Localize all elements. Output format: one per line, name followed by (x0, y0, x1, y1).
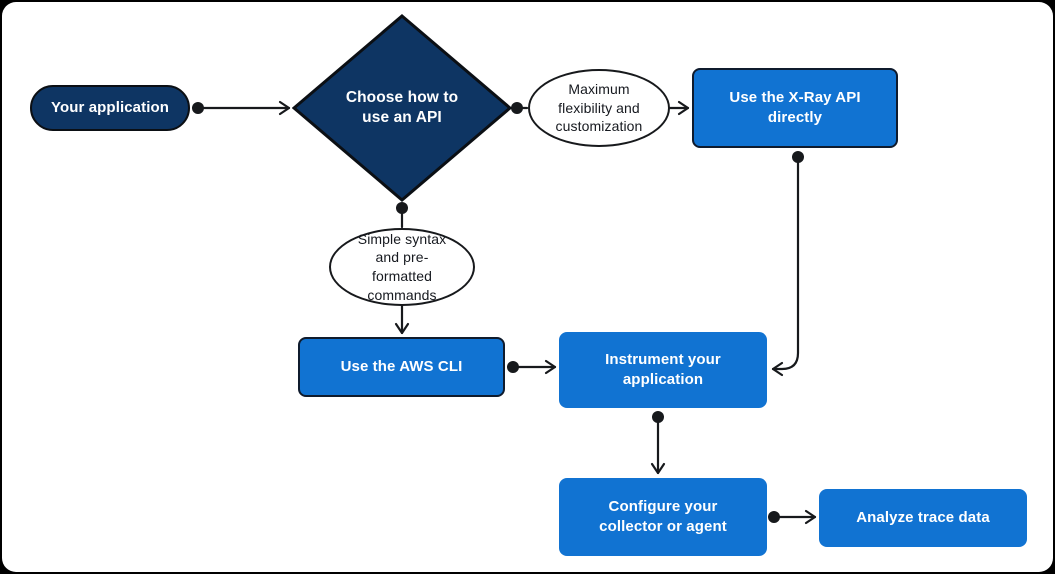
node-label: Use the AWS CLI (340, 358, 463, 376)
node-choose-how-to-use-an-api: Choose how to use an API (292, 14, 512, 202)
node-analyze-trace-data: Analyze trace data (819, 489, 1027, 547)
node-instrument-your-application: Instrument your application (559, 332, 767, 408)
node-your-application: Your application (30, 85, 190, 131)
decision-diamond-shape (292, 14, 512, 202)
node-use-the-xray-api-directly: Use the X-Ray API directly (692, 68, 898, 148)
node-label: Analyze trace data (856, 509, 990, 527)
node-label: Configure your collector or agent (599, 498, 727, 535)
node-label: Choose how to use an API (345, 88, 459, 126)
node-label: Your application (51, 99, 169, 117)
node-label: Use the X-Ray API directly (729, 89, 861, 126)
node-label: Instrument your application (605, 351, 721, 388)
node-maximum-flexibility: Maximum flexibility and customization (528, 69, 670, 147)
node-label: Maximum flexibility and customization (555, 80, 643, 135)
node-simple-syntax: Simple syntax and pre- formatted command… (329, 228, 475, 306)
node-label: Simple syntax and pre- formatted command… (357, 230, 447, 303)
node-configure-collector-or-agent: Configure your collector or agent (559, 478, 767, 556)
node-use-the-aws-cli: Use the AWS CLI (298, 337, 505, 397)
